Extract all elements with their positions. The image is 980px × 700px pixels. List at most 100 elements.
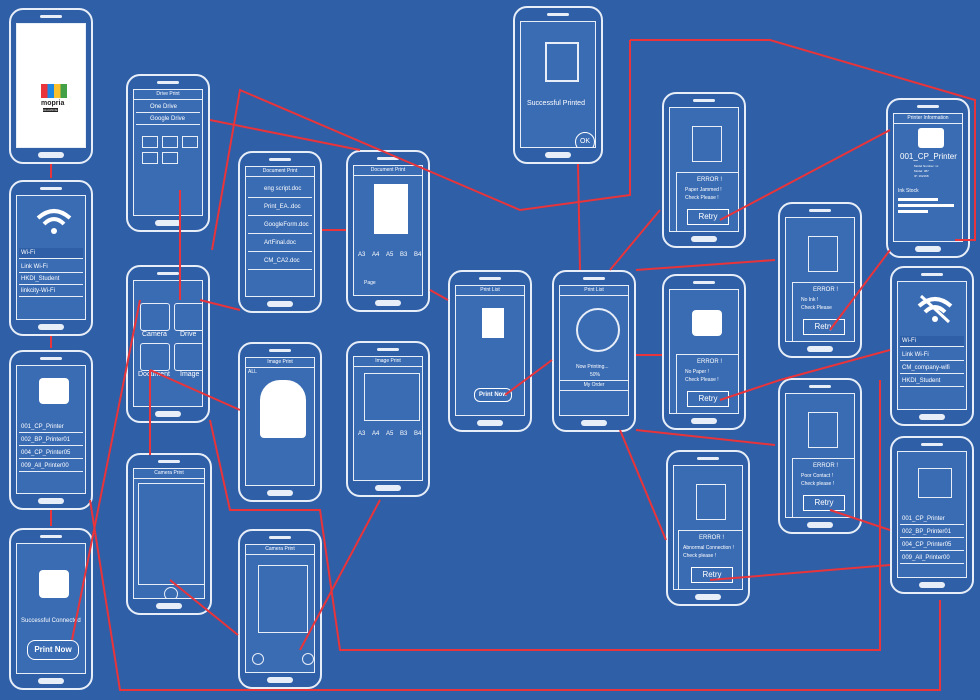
network-item[interactable]: HKDI_Student	[19, 274, 83, 285]
mail-icon	[142, 152, 158, 164]
crossed-document-icon	[808, 412, 838, 448]
confirm-button[interactable]	[302, 653, 314, 665]
screen-title: Camera Print	[134, 469, 204, 479]
printer-name: 001_CP_Printer	[900, 152, 957, 161]
select-all-label[interactable]: ALL	[248, 369, 257, 375]
wifi-toggle-row[interactable]: Wi-Fi	[900, 336, 964, 347]
home-button[interactable]	[38, 324, 64, 330]
home-button[interactable]	[919, 414, 945, 420]
printer-item[interactable]: 001_CP_Printer	[19, 422, 83, 433]
home-button[interactable]	[267, 490, 293, 496]
retry-button[interactable]: Retry	[687, 391, 729, 407]
mail-icon	[142, 136, 158, 148]
home-button[interactable]	[695, 594, 721, 600]
network-item[interactable]: Link Wi-Fi	[900, 350, 964, 361]
crossed-document-icon	[808, 236, 838, 272]
size-option[interactable]: B3	[400, 252, 408, 258]
network-item[interactable]: linkcity-Wi-Fi	[19, 286, 83, 297]
printer-item[interactable]: 004_CP_Printer05	[900, 540, 964, 551]
flow-arrow	[429, 289, 449, 301]
phone-error-no-paper: ERROR ! No Paper ! Check Please ! Retry	[662, 274, 746, 430]
home-button[interactable]	[375, 485, 401, 491]
mail-icon	[182, 136, 198, 148]
phone-image-print: Image Print ALL	[238, 342, 322, 502]
size-option[interactable]: A3	[358, 252, 366, 258]
ink-bar	[898, 210, 928, 213]
drive-icon[interactable]	[174, 303, 202, 331]
printer-detail: Model: 387	[914, 169, 929, 173]
home-button[interactable]	[38, 498, 64, 504]
file-item[interactable]: GoogleForm.doc	[248, 217, 312, 234]
home-button[interactable]	[155, 220, 181, 226]
printer-item[interactable]: 004_CP_Printer05	[19, 448, 83, 459]
home-button[interactable]	[919, 582, 945, 588]
home-button[interactable]	[375, 300, 401, 306]
file-item[interactable]: eng script.doc	[248, 181, 312, 198]
size-option[interactable]: B3	[400, 431, 408, 437]
print-now-button[interactable]: Print Now	[27, 640, 79, 660]
home-button[interactable]	[267, 301, 293, 307]
size-option[interactable]: A4	[372, 252, 380, 258]
phone-main-menu: Camera Drive Document Image	[126, 265, 210, 423]
error-line: Check please !	[801, 481, 835, 487]
shutter-button[interactable]	[164, 587, 178, 598]
network-item[interactable]: HKDI_Student	[900, 376, 964, 387]
wifi-toggle-row[interactable]: Wi-Fi	[19, 248, 83, 259]
file-item[interactable]: ArtFinal.doc	[248, 235, 312, 252]
home-button[interactable]	[155, 411, 181, 417]
drive-item-onedrive[interactable]: One Drive	[136, 102, 200, 113]
print-now-button[interactable]: Print Now	[474, 388, 512, 402]
flow-arrow	[635, 259, 776, 271]
retry-button[interactable]: Retry	[803, 495, 845, 511]
image-icon[interactable]	[174, 343, 202, 371]
network-item[interactable]: Link Wi-Fi	[19, 262, 83, 273]
retry-button[interactable]: Retry	[687, 209, 729, 225]
ok-button[interactable]: OK	[575, 132, 595, 147]
drive-item-googledrive[interactable]: Google Drive	[136, 114, 200, 125]
file-item[interactable]: CM_CA2.doc	[248, 253, 312, 270]
cancel-button[interactable]	[252, 653, 264, 665]
size-option[interactable]: B4	[414, 431, 422, 437]
document-icon[interactable]	[140, 343, 170, 371]
home-button[interactable]	[691, 418, 717, 424]
home-button[interactable]	[477, 420, 503, 426]
size-option[interactable]: A3	[358, 431, 366, 437]
phone-success: Successful Printed OK	[513, 6, 603, 164]
printer-item[interactable]: 002_BP_Printer01	[19, 435, 83, 446]
home-button[interactable]	[545, 152, 571, 158]
retry-button[interactable]: Retry	[691, 567, 733, 583]
home-button[interactable]	[807, 346, 833, 352]
home-button[interactable]	[915, 246, 941, 252]
size-option[interactable]: B4	[414, 252, 422, 258]
phone-connected: Successful Connected Print Now	[9, 528, 93, 690]
printer-item[interactable]: 001_CP_Printer	[900, 514, 964, 525]
flow-arrow	[609, 209, 661, 271]
printer-item[interactable]: 009_All_Printer00	[900, 553, 964, 564]
camera-icon[interactable]	[140, 303, 170, 331]
printer-icon	[39, 378, 69, 404]
home-button[interactable]	[267, 677, 293, 683]
crossed-printer-icon	[918, 468, 952, 498]
error-box: ERROR ! No Ink ! Check Please Retry	[792, 282, 854, 341]
retry-button[interactable]: Retry	[803, 319, 845, 335]
home-button[interactable]	[581, 420, 607, 426]
home-button[interactable]	[807, 522, 833, 528]
error-line: Abnormal Connection !	[683, 545, 734, 551]
network-item[interactable]: CM_company-wifi	[900, 363, 964, 374]
flow-arrow	[577, 163, 581, 271]
home-button[interactable]	[38, 678, 64, 684]
size-option[interactable]: A5	[386, 252, 394, 258]
home-button[interactable]	[156, 603, 182, 609]
printer-item[interactable]: 009_All_Printer00	[19, 461, 83, 472]
error-box: ERROR ! No Paper ! Check Please ! Retry	[676, 354, 738, 413]
home-button[interactable]	[38, 152, 64, 158]
ink-bar	[898, 198, 938, 201]
printer-item[interactable]: 002_BP_Printer01	[900, 527, 964, 538]
home-button[interactable]	[691, 236, 717, 242]
phone-splash: mopria ALLIANCE	[9, 8, 93, 164]
size-option[interactable]: A4	[372, 431, 380, 437]
size-option[interactable]: A5	[386, 431, 394, 437]
file-item[interactable]: Print_EA..doc	[248, 199, 312, 216]
error-box: ERROR ! Abnormal Connection ! Check plea…	[678, 530, 742, 589]
